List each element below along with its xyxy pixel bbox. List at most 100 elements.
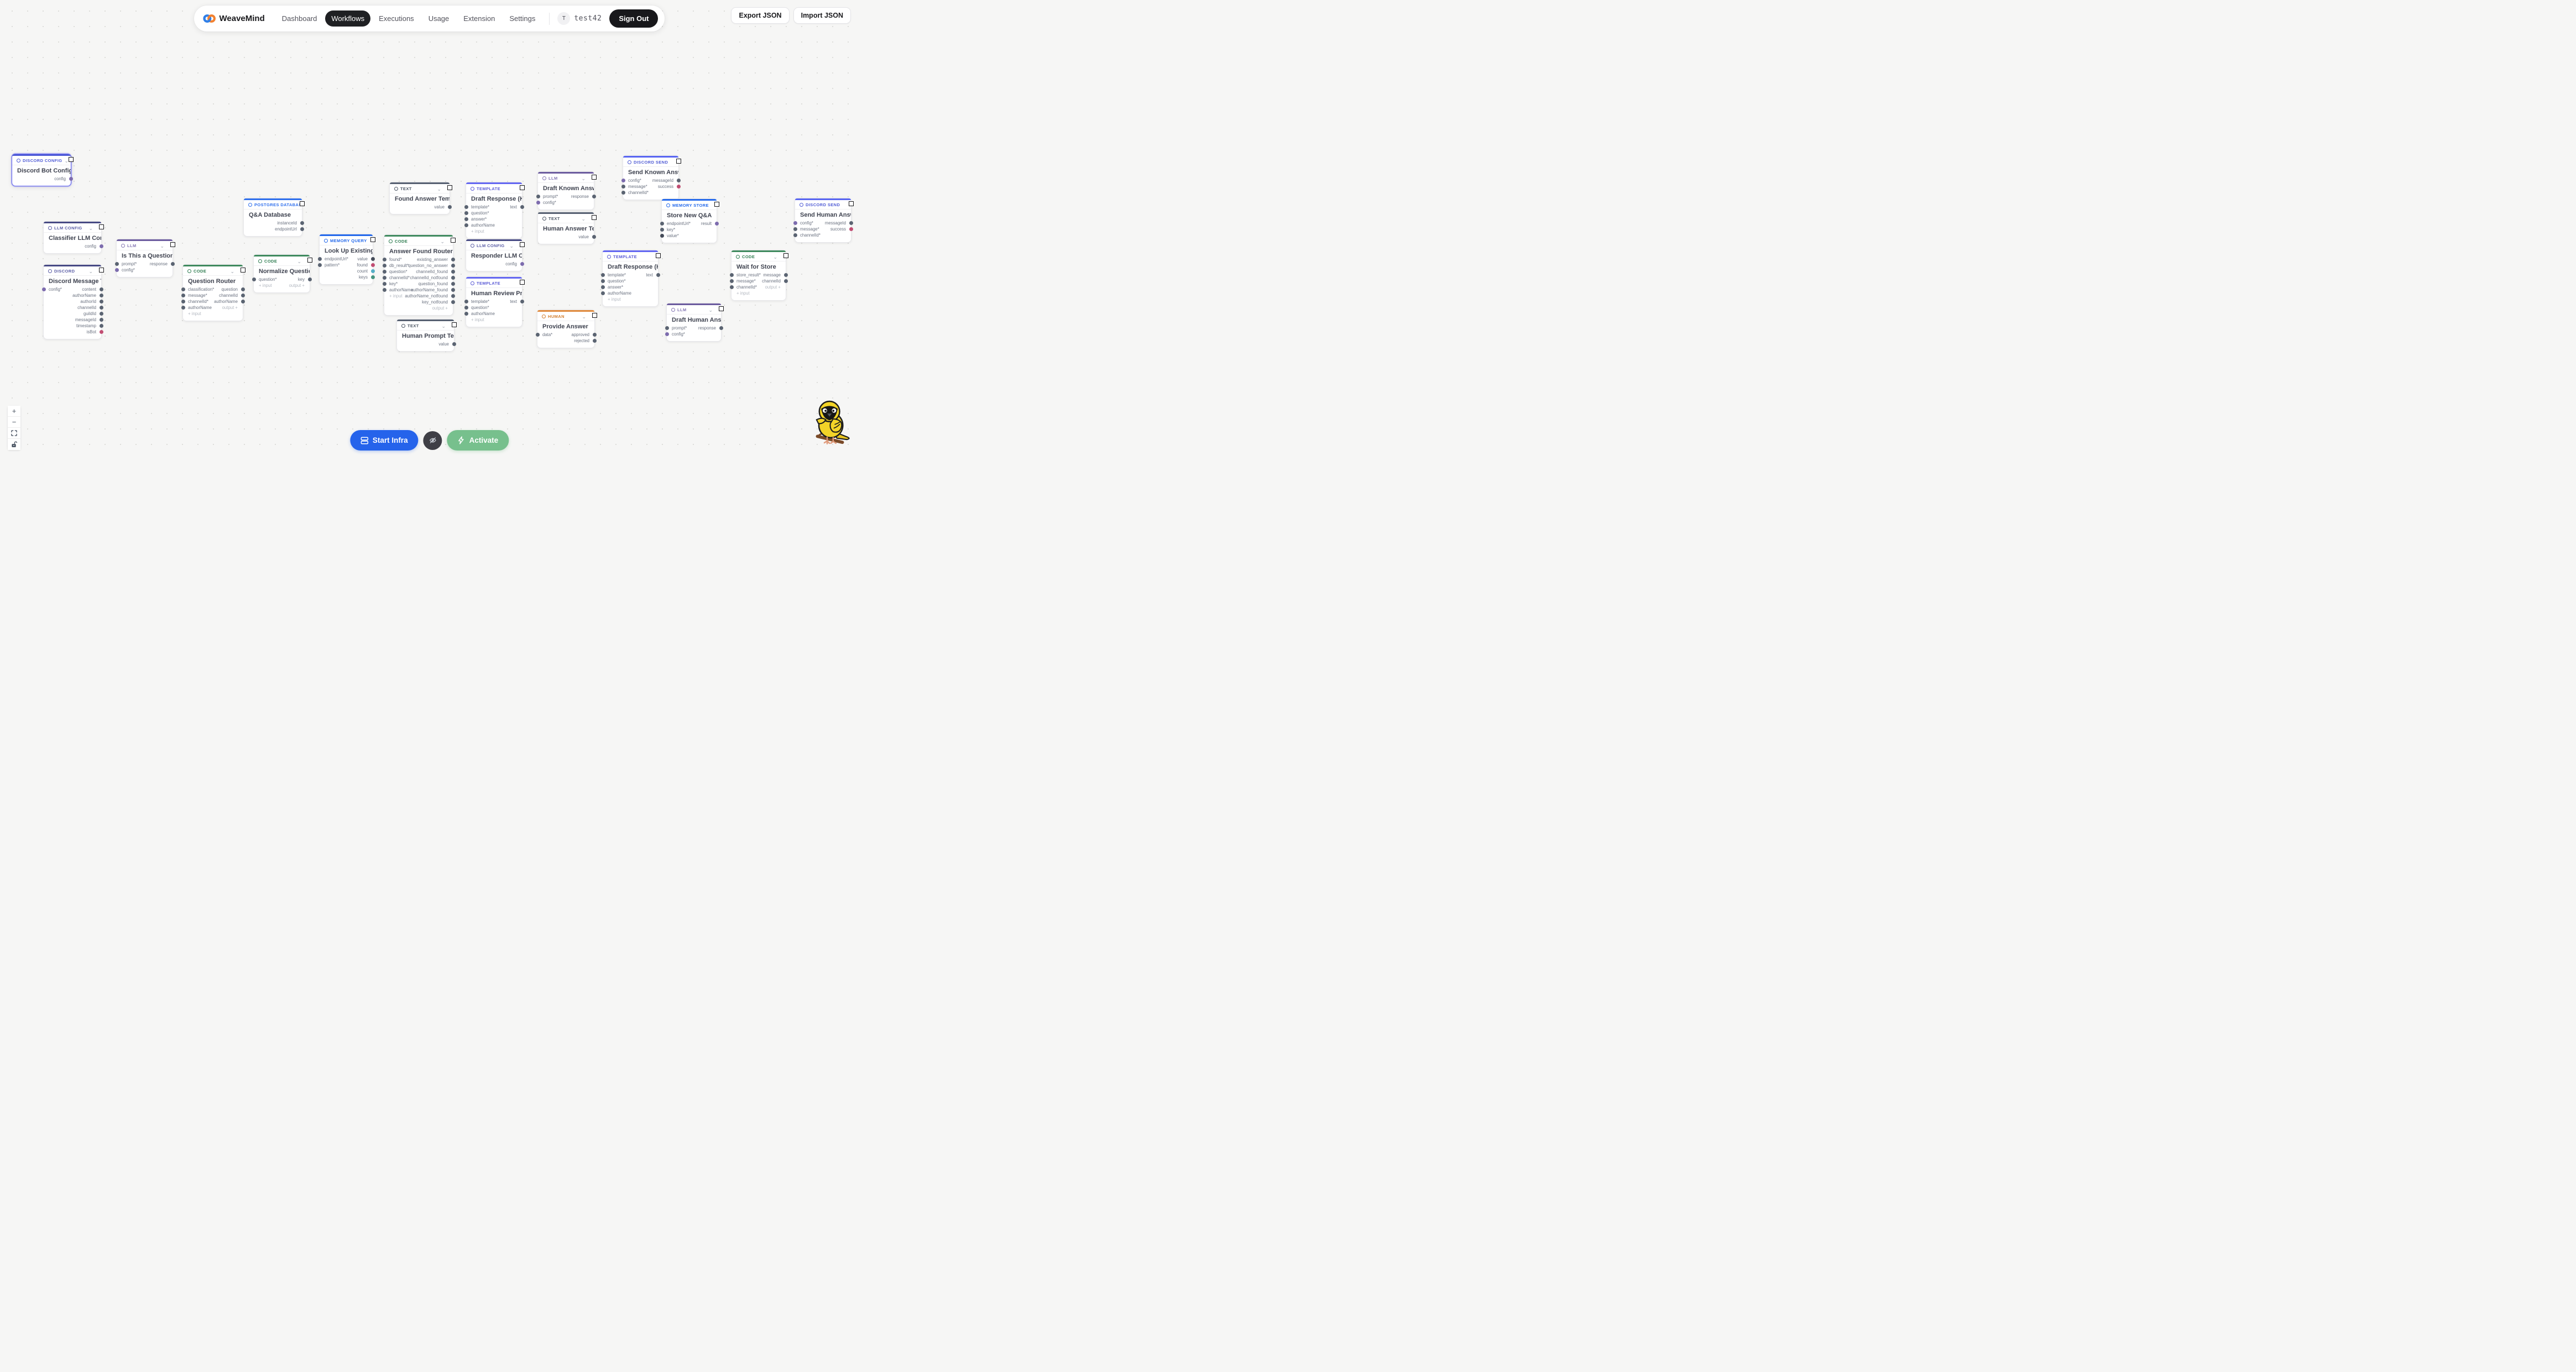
input-port-dot[interactable] — [660, 234, 664, 238]
node-connector-handle[interactable] — [719, 306, 724, 311]
output-port-dot[interactable] — [783, 279, 788, 283]
input-port-dot[interactable] — [41, 287, 46, 291]
lock-button[interactable] — [8, 439, 20, 450]
input-port-dot[interactable] — [464, 217, 468, 221]
input-port-dot[interactable] — [464, 306, 468, 310]
chevron-down-icon[interactable]: ⌄ — [440, 238, 445, 244]
input-port-dot[interactable] — [600, 291, 605, 295]
add-input-link[interactable]: + input — [608, 297, 621, 302]
output-port-dot[interactable] — [451, 294, 455, 298]
input-port-dot[interactable] — [181, 294, 185, 297]
node-draft-known[interactable]: LLM⌄Draft Known Answerprompt*config*resp… — [536, 171, 597, 210]
add-input-link[interactable]: + input — [259, 283, 272, 288]
add-input-link[interactable]: + input — [736, 291, 750, 296]
input-port-dot[interactable] — [252, 277, 256, 281]
sign-out-button[interactable]: Sign Out — [609, 9, 659, 28]
node-connector-handle[interactable] — [520, 242, 525, 247]
output-port-dot[interactable] — [451, 264, 455, 268]
input-port-dot[interactable] — [464, 205, 468, 209]
node-connector-handle[interactable] — [300, 201, 305, 206]
node-draft-human[interactable]: LLM⌄Draft Human Answerprompt*config*resp… — [665, 303, 724, 342]
node-normalize-key[interactable]: CODE⌄Normalize Question Keyquestion*+ in… — [252, 254, 312, 293]
node-connector-handle[interactable] — [170, 242, 175, 247]
chevron-down-icon[interactable]: ⌄ — [708, 307, 713, 313]
output-port-dot[interactable] — [99, 244, 103, 248]
output-port-dot[interactable] — [370, 275, 375, 279]
output-port-dot[interactable] — [451, 258, 455, 261]
output-port-dot[interactable] — [99, 287, 103, 291]
input-port-dot[interactable] — [793, 233, 797, 237]
output-port-dot[interactable] — [241, 294, 245, 297]
input-port-dot[interactable] — [464, 300, 468, 303]
input-port-dot[interactable] — [793, 227, 797, 231]
activate-button[interactable]: Activate — [447, 430, 509, 451]
output-port-dot[interactable] — [451, 282, 455, 286]
input-port-dot[interactable] — [621, 191, 625, 195]
output-port-dot[interactable] — [370, 263, 375, 267]
chevron-down-icon[interactable]: ⌄ — [509, 243, 514, 249]
output-port-dot[interactable] — [447, 205, 452, 209]
input-port-dot[interactable] — [464, 223, 468, 227]
node-found-template[interactable]: TEXT⌄Found Answer Templatevalue — [389, 182, 452, 214]
input-port-dot[interactable] — [793, 221, 797, 225]
input-port-dot[interactable] — [382, 264, 386, 268]
input-port-dot[interactable] — [600, 279, 605, 283]
zoom-in-button[interactable]: + — [8, 406, 20, 417]
nav-workflows[interactable]: Workflows — [325, 11, 371, 27]
input-port-dot[interactable] — [464, 312, 468, 316]
node-connector-handle[interactable] — [849, 201, 854, 206]
add-output-link[interactable]: output + — [432, 306, 448, 311]
output-port-dot[interactable] — [849, 227, 853, 231]
node-connector-handle[interactable] — [592, 215, 597, 220]
input-port-dot[interactable] — [621, 179, 625, 182]
input-port-dot[interactable] — [317, 263, 322, 267]
toggle-visibility-button[interactable] — [423, 431, 442, 450]
output-port-dot[interactable] — [714, 222, 719, 226]
output-port-dot[interactable] — [69, 177, 73, 181]
node-connector-handle[interactable] — [307, 258, 312, 263]
output-port-dot[interactable] — [451, 270, 455, 274]
chevron-down-icon[interactable]: ⌄ — [581, 216, 586, 222]
node-connector-handle[interactable] — [99, 268, 104, 273]
node-connector-handle[interactable] — [241, 268, 245, 273]
input-port-dot[interactable] — [181, 306, 185, 310]
node-connector-handle[interactable] — [592, 175, 597, 180]
chevron-down-icon[interactable]: ⌄ — [88, 268, 93, 274]
output-port-dot[interactable] — [592, 195, 596, 198]
export-json-button[interactable]: Export JSON — [731, 7, 790, 24]
chevron-down-icon[interactable]: ⌄ — [437, 186, 441, 192]
output-port-dot[interactable] — [99, 294, 103, 297]
input-port-dot[interactable] — [382, 276, 386, 280]
output-port-dot[interactable] — [451, 276, 455, 280]
input-port-dot[interactable] — [729, 285, 734, 289]
chevron-down-icon[interactable]: ⌄ — [441, 323, 446, 329]
output-port-dot[interactable] — [656, 273, 660, 277]
input-port-dot[interactable] — [181, 300, 185, 303]
start-infra-button[interactable]: Start Infra — [349, 430, 419, 451]
input-port-dot[interactable] — [181, 287, 185, 291]
node-connector-handle[interactable] — [714, 202, 719, 207]
output-port-dot[interactable] — [241, 300, 245, 303]
output-port-dot[interactable] — [451, 288, 455, 292]
output-port-dot[interactable] — [783, 273, 788, 277]
input-port-dot[interactable] — [382, 258, 386, 261]
output-port-dot[interactable] — [307, 277, 312, 281]
import-json-button[interactable]: Import JSON — [793, 7, 851, 24]
input-port-dot[interactable] — [536, 195, 540, 198]
nav-usage[interactable]: Usage — [428, 14, 450, 23]
output-port-dot[interactable] — [99, 318, 103, 322]
chevron-down-icon[interactable]: ⌄ — [581, 175, 586, 181]
output-port-dot[interactable] — [592, 235, 596, 239]
nav-settings[interactable]: Settings — [509, 14, 536, 23]
add-input-link[interactable]: + input — [389, 294, 403, 299]
node-is-question[interactable]: LLM⌄Is This a Question?prompt*config*res… — [114, 239, 175, 277]
